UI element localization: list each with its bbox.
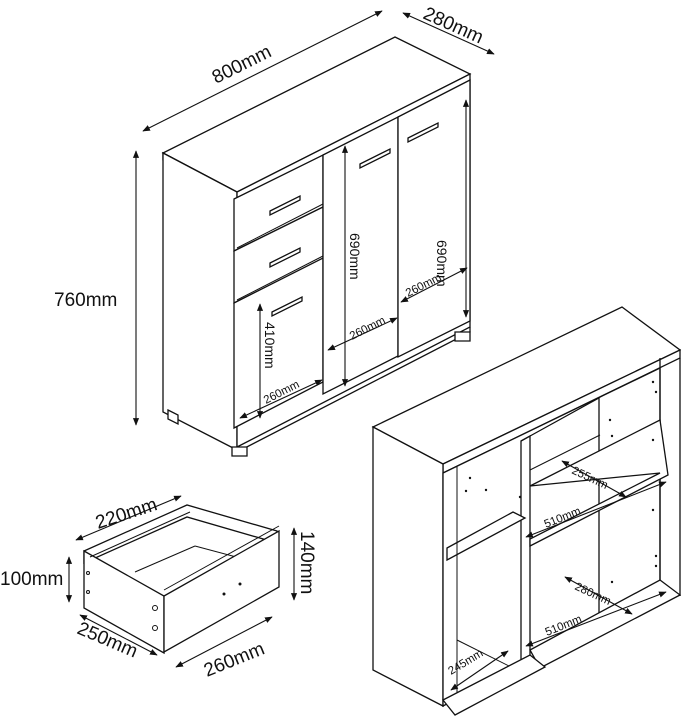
drawer-side-height-label: 100mm xyxy=(0,569,63,590)
door-height-right-label: 690mm xyxy=(434,240,450,287)
cabinet-interior-view xyxy=(371,306,681,716)
cabinet-front-view xyxy=(161,36,472,457)
drawer-front-height-label: 140mm xyxy=(296,531,317,594)
height-label: 760mm xyxy=(54,290,117,311)
drawer-front-width-label: 260mm xyxy=(201,638,268,681)
dimension-lines-drawer xyxy=(65,495,298,668)
door-height-left-label: 410mm xyxy=(262,322,278,369)
dimension-lines-interior xyxy=(450,460,667,691)
dimension-lines-cabinet xyxy=(132,10,495,426)
door-height-middle-label: 690mm xyxy=(347,233,363,280)
depth-label: 280mm xyxy=(420,3,486,48)
